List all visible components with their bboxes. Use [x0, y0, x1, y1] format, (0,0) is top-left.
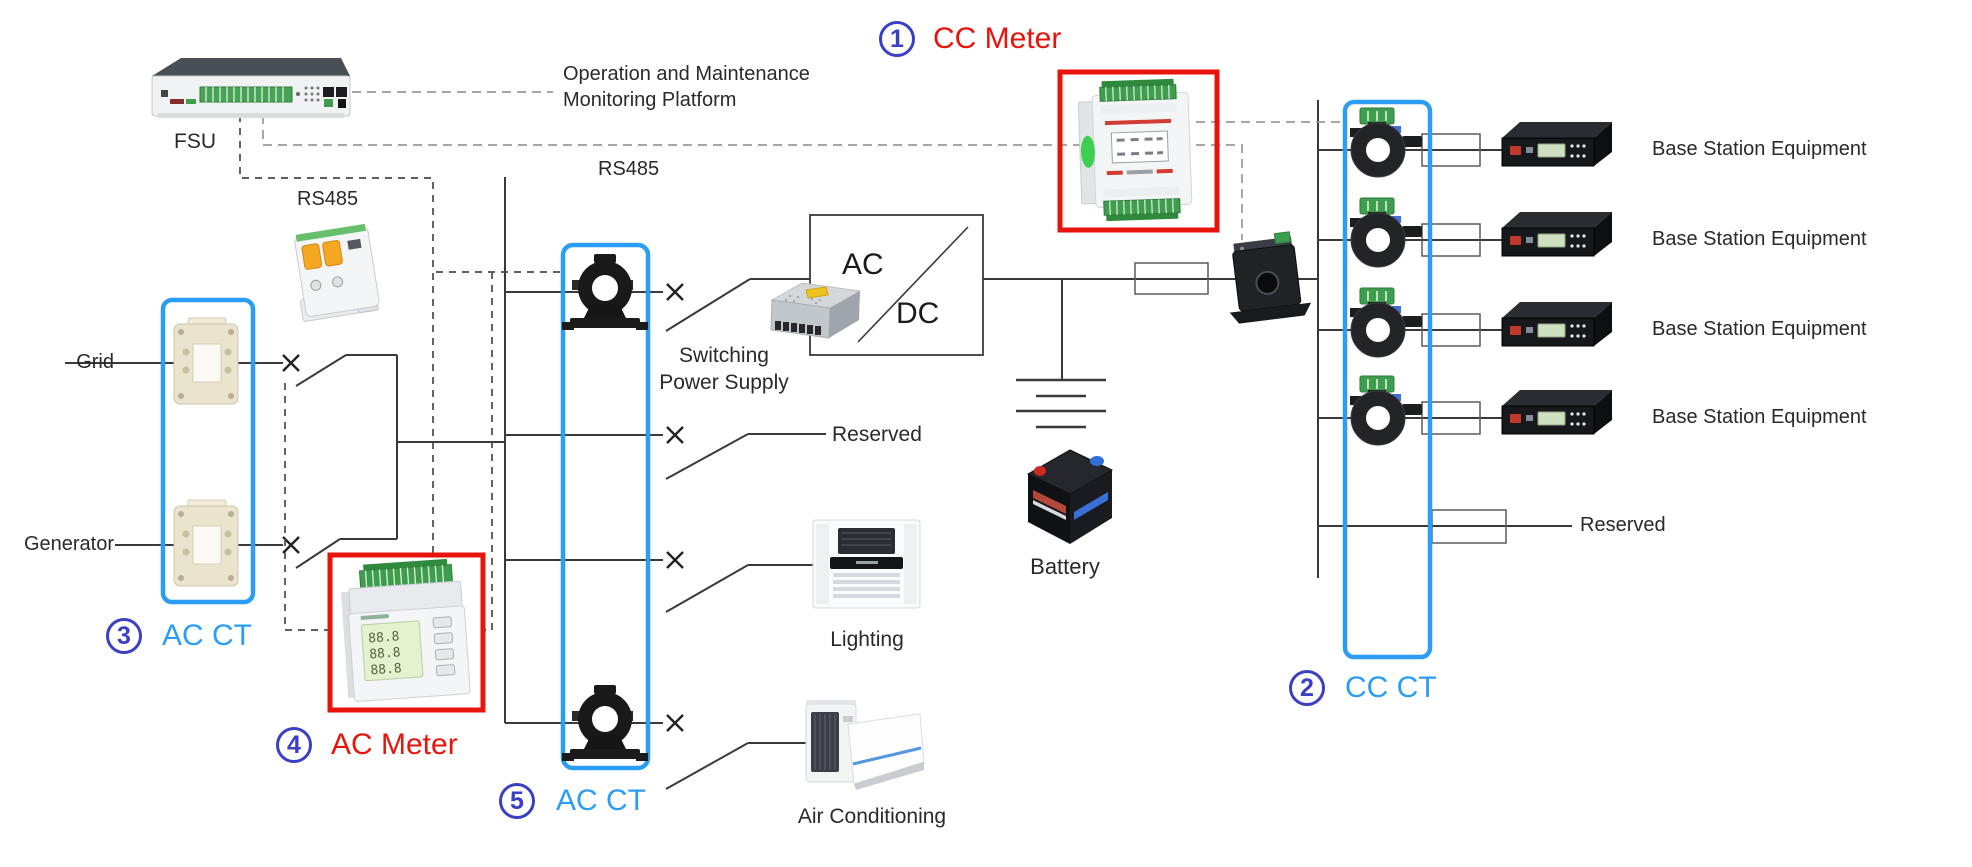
cc-ct-ring-device-2: [1350, 197, 1422, 268]
callout-4-digit: 4: [287, 730, 301, 759]
svg-text:88.8: 88.8: [368, 629, 400, 646]
base-station-equipment-label-4: Base Station Equipment: [1652, 406, 1867, 428]
base-station-equipment-label-2: Base Station Equipment: [1652, 228, 1867, 250]
base-station-equipment-device-1: [1501, 122, 1612, 167]
lighting-device: [812, 519, 921, 609]
lighting-label: Lighting: [830, 628, 904, 651]
rs485-top-label: RS485: [598, 158, 660, 180]
grid-ct-device: [173, 317, 239, 405]
callout-2-label: CC CT: [1345, 671, 1437, 704]
reserved-dc-label: Reserved: [1580, 514, 1666, 536]
cc-ct-highlight-box: [1342, 99, 1433, 660]
switching-power-supply-device: [770, 282, 862, 339]
cc-ct-ring-device-4: [1350, 375, 1422, 446]
ac-meter-device: 88.8 88.8 88.8: [340, 558, 471, 702]
base-station-equipment-device-3: [1501, 302, 1612, 347]
battery-symbol: [1016, 378, 1106, 429]
battery-device: [1026, 449, 1114, 544]
svg-text:88.8: 88.8: [370, 661, 402, 678]
cc-ct-ring-device-1: [1350, 107, 1422, 178]
callout-3-label: AC CT: [162, 619, 252, 652]
dc-label: DC: [896, 297, 940, 330]
callout-5-number: 5: [499, 783, 535, 819]
ac-label: AC: [842, 248, 884, 281]
ac-ct-branch-highlight-box: [560, 242, 651, 771]
switch-x-marks: [282, 283, 684, 732]
air-conditioning-label: Air Conditioning: [797, 805, 947, 828]
callout-3-digit: 3: [117, 621, 131, 650]
callout-4-label: AC Meter: [331, 728, 458, 761]
fsu-label: FSU: [174, 130, 216, 153]
battery-label: Battery: [1030, 554, 1100, 579]
callout-2-number: 2: [1289, 670, 1325, 706]
callout-1-label: CC Meter: [933, 22, 1062, 55]
cc-ct-ring-device-3: [1350, 287, 1422, 358]
base-station-equipment-device-2: [1501, 212, 1612, 257]
switching-ps-label-line1: Switching: [679, 344, 769, 367]
ac-ct-ring-top-device: [562, 254, 648, 330]
callout-1-digit: 1: [890, 24, 904, 53]
ac-dc-converter-box: [809, 214, 984, 356]
callout-5-label: AC CT: [556, 784, 646, 817]
platform-label-line2: Monitoring Platform: [563, 89, 737, 111]
grid-label: Grid: [76, 351, 114, 373]
base-station-equipment-device-4: [1501, 390, 1612, 435]
callout-4-number: 4: [276, 727, 312, 763]
callout-5-digit: 5: [510, 786, 524, 815]
ac-ct-grid-highlight-box: [160, 297, 256, 605]
cc-meter-highlight-box: [1057, 69, 1220, 233]
rs485-dashed-grey: [262, 91, 1345, 240]
callout-3-number: 3: [106, 618, 142, 654]
callout-2-digit: 2: [1300, 673, 1314, 702]
switching-ps-label-line2: Power Supply: [659, 371, 789, 394]
svg-text:88.8: 88.8: [369, 645, 401, 662]
ac-ct-ring-bottom-device: [562, 685, 648, 761]
callout-1-number: 1: [879, 21, 915, 57]
generator-ct-device: [173, 499, 239, 587]
cc-meter-device: [1077, 78, 1193, 222]
fsu-device: [151, 58, 351, 118]
hall-sensor-device: [1229, 231, 1312, 324]
rs485-dashed-dark: [239, 115, 560, 631]
reserved-ac-label: Reserved: [832, 423, 922, 446]
base-station-equipment-label-3: Base Station Equipment: [1652, 318, 1867, 340]
ac-meter-highlight-box: [327, 552, 486, 713]
base-station-equipment-label-1: Base Station Equipment: [1652, 138, 1867, 160]
air-conditioner-device: [805, 700, 925, 790]
generator-label: Generator: [23, 533, 114, 555]
circuit-breaker-device: [294, 223, 380, 322]
rs485-left-label: RS485: [297, 188, 359, 210]
breaker-boxes: [1134, 133, 1507, 544]
platform-label-line1: Operation and Maintenance: [563, 63, 810, 85]
